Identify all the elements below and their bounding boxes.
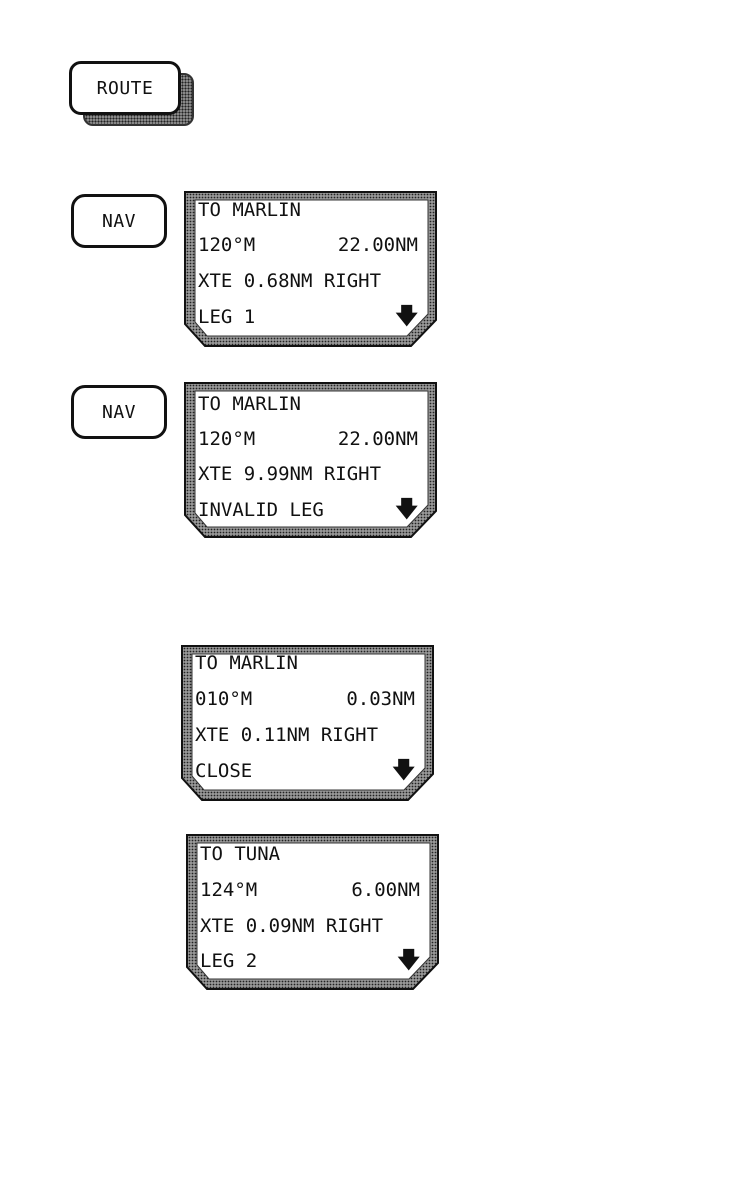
destination-text: TO MARLIN [195, 650, 298, 676]
leg-status: CLOSE [195, 758, 252, 784]
bearing-value: 124°M [200, 877, 257, 903]
down-arrow-icon: 🡇 [392, 760, 415, 782]
down-arrow-icon: 🡇 [397, 950, 420, 972]
nav-key[interactable]: NAV [71, 194, 167, 248]
down-arrow-icon: 🡇 [395, 499, 418, 521]
bearing-value: 010°M [195, 686, 252, 712]
distance-value: 22.00NM [338, 232, 418, 258]
xte-value: XTE 9.99NM RIGHT [198, 461, 381, 487]
destination-text: TO TUNA [200, 841, 280, 867]
distance-value: 6.00NM [351, 877, 420, 903]
lcd-display: TO TUNA 124°M 6.00NM XTE 0.09NM RIGHT LEG… [185, 833, 440, 991]
distance-value: 22.00NM [338, 426, 418, 452]
destination-text: TO MARLIN [198, 197, 301, 223]
xte-value: XTE 0.68NM RIGHT [198, 268, 381, 294]
leg-status: INVALID LEG [198, 497, 324, 523]
xte-value: XTE 0.11NM RIGHT [195, 722, 378, 748]
route-key-label: ROUTE [69, 61, 181, 115]
nav-key[interactable]: NAV [71, 385, 167, 439]
bearing-value: 120°M [198, 232, 255, 258]
lcd-display: TO MARLIN 010°M 0.03NM XTE 0.11NM RIGHT C… [180, 644, 435, 802]
destination-text: TO MARLIN [198, 391, 301, 417]
down-arrow-icon: 🡇 [395, 306, 418, 328]
leg-status: LEG 2 [200, 948, 257, 974]
leg-status: LEG 1 [198, 304, 255, 330]
distance-value: 0.03NM [346, 686, 415, 712]
bearing-value: 120°M [198, 426, 255, 452]
route-key[interactable]: ROUTE [69, 61, 195, 127]
xte-value: XTE 0.09NM RIGHT [200, 913, 383, 939]
